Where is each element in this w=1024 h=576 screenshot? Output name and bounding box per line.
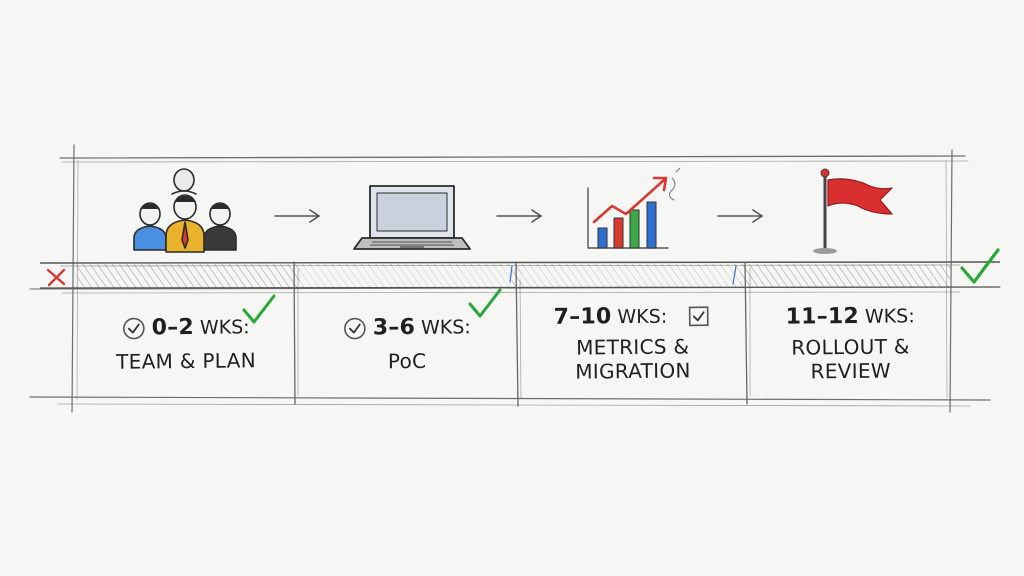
phase-title: METRICS & MIGRATION [575,334,692,385]
phase-unit: WKS: [864,305,915,328]
circle-check-icon [123,317,145,340]
phase-unit: WKS: [420,316,471,339]
phase-card: 3–6 WKS: PoC [300,292,514,396]
phase-range: 3–6 [372,314,416,341]
phase-range: 0–2 [151,314,195,341]
phase-label: 0–2 WKS: TEAM & PLAN [116,314,256,374]
flag-icon [813,168,893,254]
phase-card: 0–2 WKS: TEAM & PLAN [80,292,292,396]
column-dividers [293,261,751,407]
phase-label: 11–12 WKS: ROLLOUT & REVIEW [785,304,915,385]
green-check-icon [242,294,276,324]
circle-check-icon [344,317,366,340]
phase-card: 11–12 WKS: ROLLOUT & REVIEW [752,292,948,396]
phase-title: ROLLOUT & REVIEW [790,334,910,384]
phase-title: PoC [387,348,427,373]
arrow-icon [274,209,321,223]
red-x-icon [46,268,66,287]
phase-range: 11–12 [785,304,859,330]
phase-label: 7–10 WKS: METRICS & MIGRATION [554,303,712,384]
arrow-icon [717,209,764,223]
checkbox-icon [689,306,710,327]
green-check-icon [468,288,502,318]
arrow-icon [496,209,543,223]
laptop-icon [353,185,471,250]
growth-chart-icon [587,167,681,249]
phase-unit: WKS: [199,316,250,339]
phase-title: TEAM & PLAN [116,348,257,374]
phase-card: 7–10 WKS: METRICS & MIGRATION [522,292,744,396]
phase-range: 7–10 [553,304,612,331]
phase-label: 3–6 WKS: PoC [343,314,472,374]
green-check-icon [960,248,1000,284]
team-icon [133,168,237,253]
timeline-bar [39,261,1001,289]
phase-unit: WKS: [617,305,668,329]
